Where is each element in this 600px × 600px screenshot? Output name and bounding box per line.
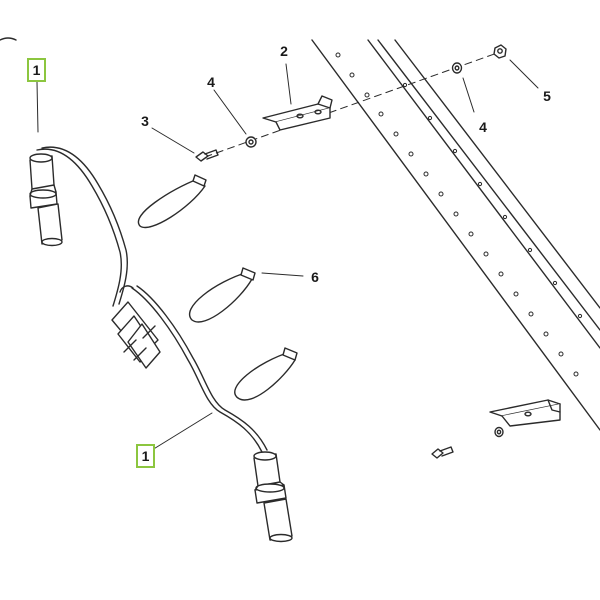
- callout-2: 2: [280, 43, 288, 59]
- bolt-bottom: [431, 446, 454, 459]
- frame-holes: [335, 52, 583, 377]
- bracket-bottom: [489, 399, 561, 427]
- callout-6: 6: [311, 269, 319, 285]
- callout-4-right: 4: [479, 119, 487, 135]
- callout-1-bottom: 1: [142, 448, 150, 464]
- nut: [493, 44, 507, 59]
- callout-4-left: 4: [207, 74, 215, 90]
- bolt-top: [195, 149, 219, 162]
- washer-right: [451, 62, 463, 74]
- cable-tie-3: [234, 347, 298, 401]
- cable-tie-1: [137, 174, 207, 229]
- bracket-top: [262, 95, 333, 131]
- callout-3: 3: [141, 113, 149, 129]
- washer-bottom: [494, 426, 504, 438]
- leader-lines: [36, 59, 539, 451]
- callout-box-top: [27, 58, 46, 82]
- callout-5: 5: [543, 88, 551, 104]
- callout-box-bottom: [136, 444, 155, 468]
- corner-mark: [0, 37, 17, 41]
- frame-panel: [311, 39, 600, 431]
- washer-left: [245, 136, 257, 148]
- sensor-harness: [29, 146, 293, 543]
- cable-tie-2: [189, 267, 256, 323]
- callout-1-top: 1: [33, 62, 41, 78]
